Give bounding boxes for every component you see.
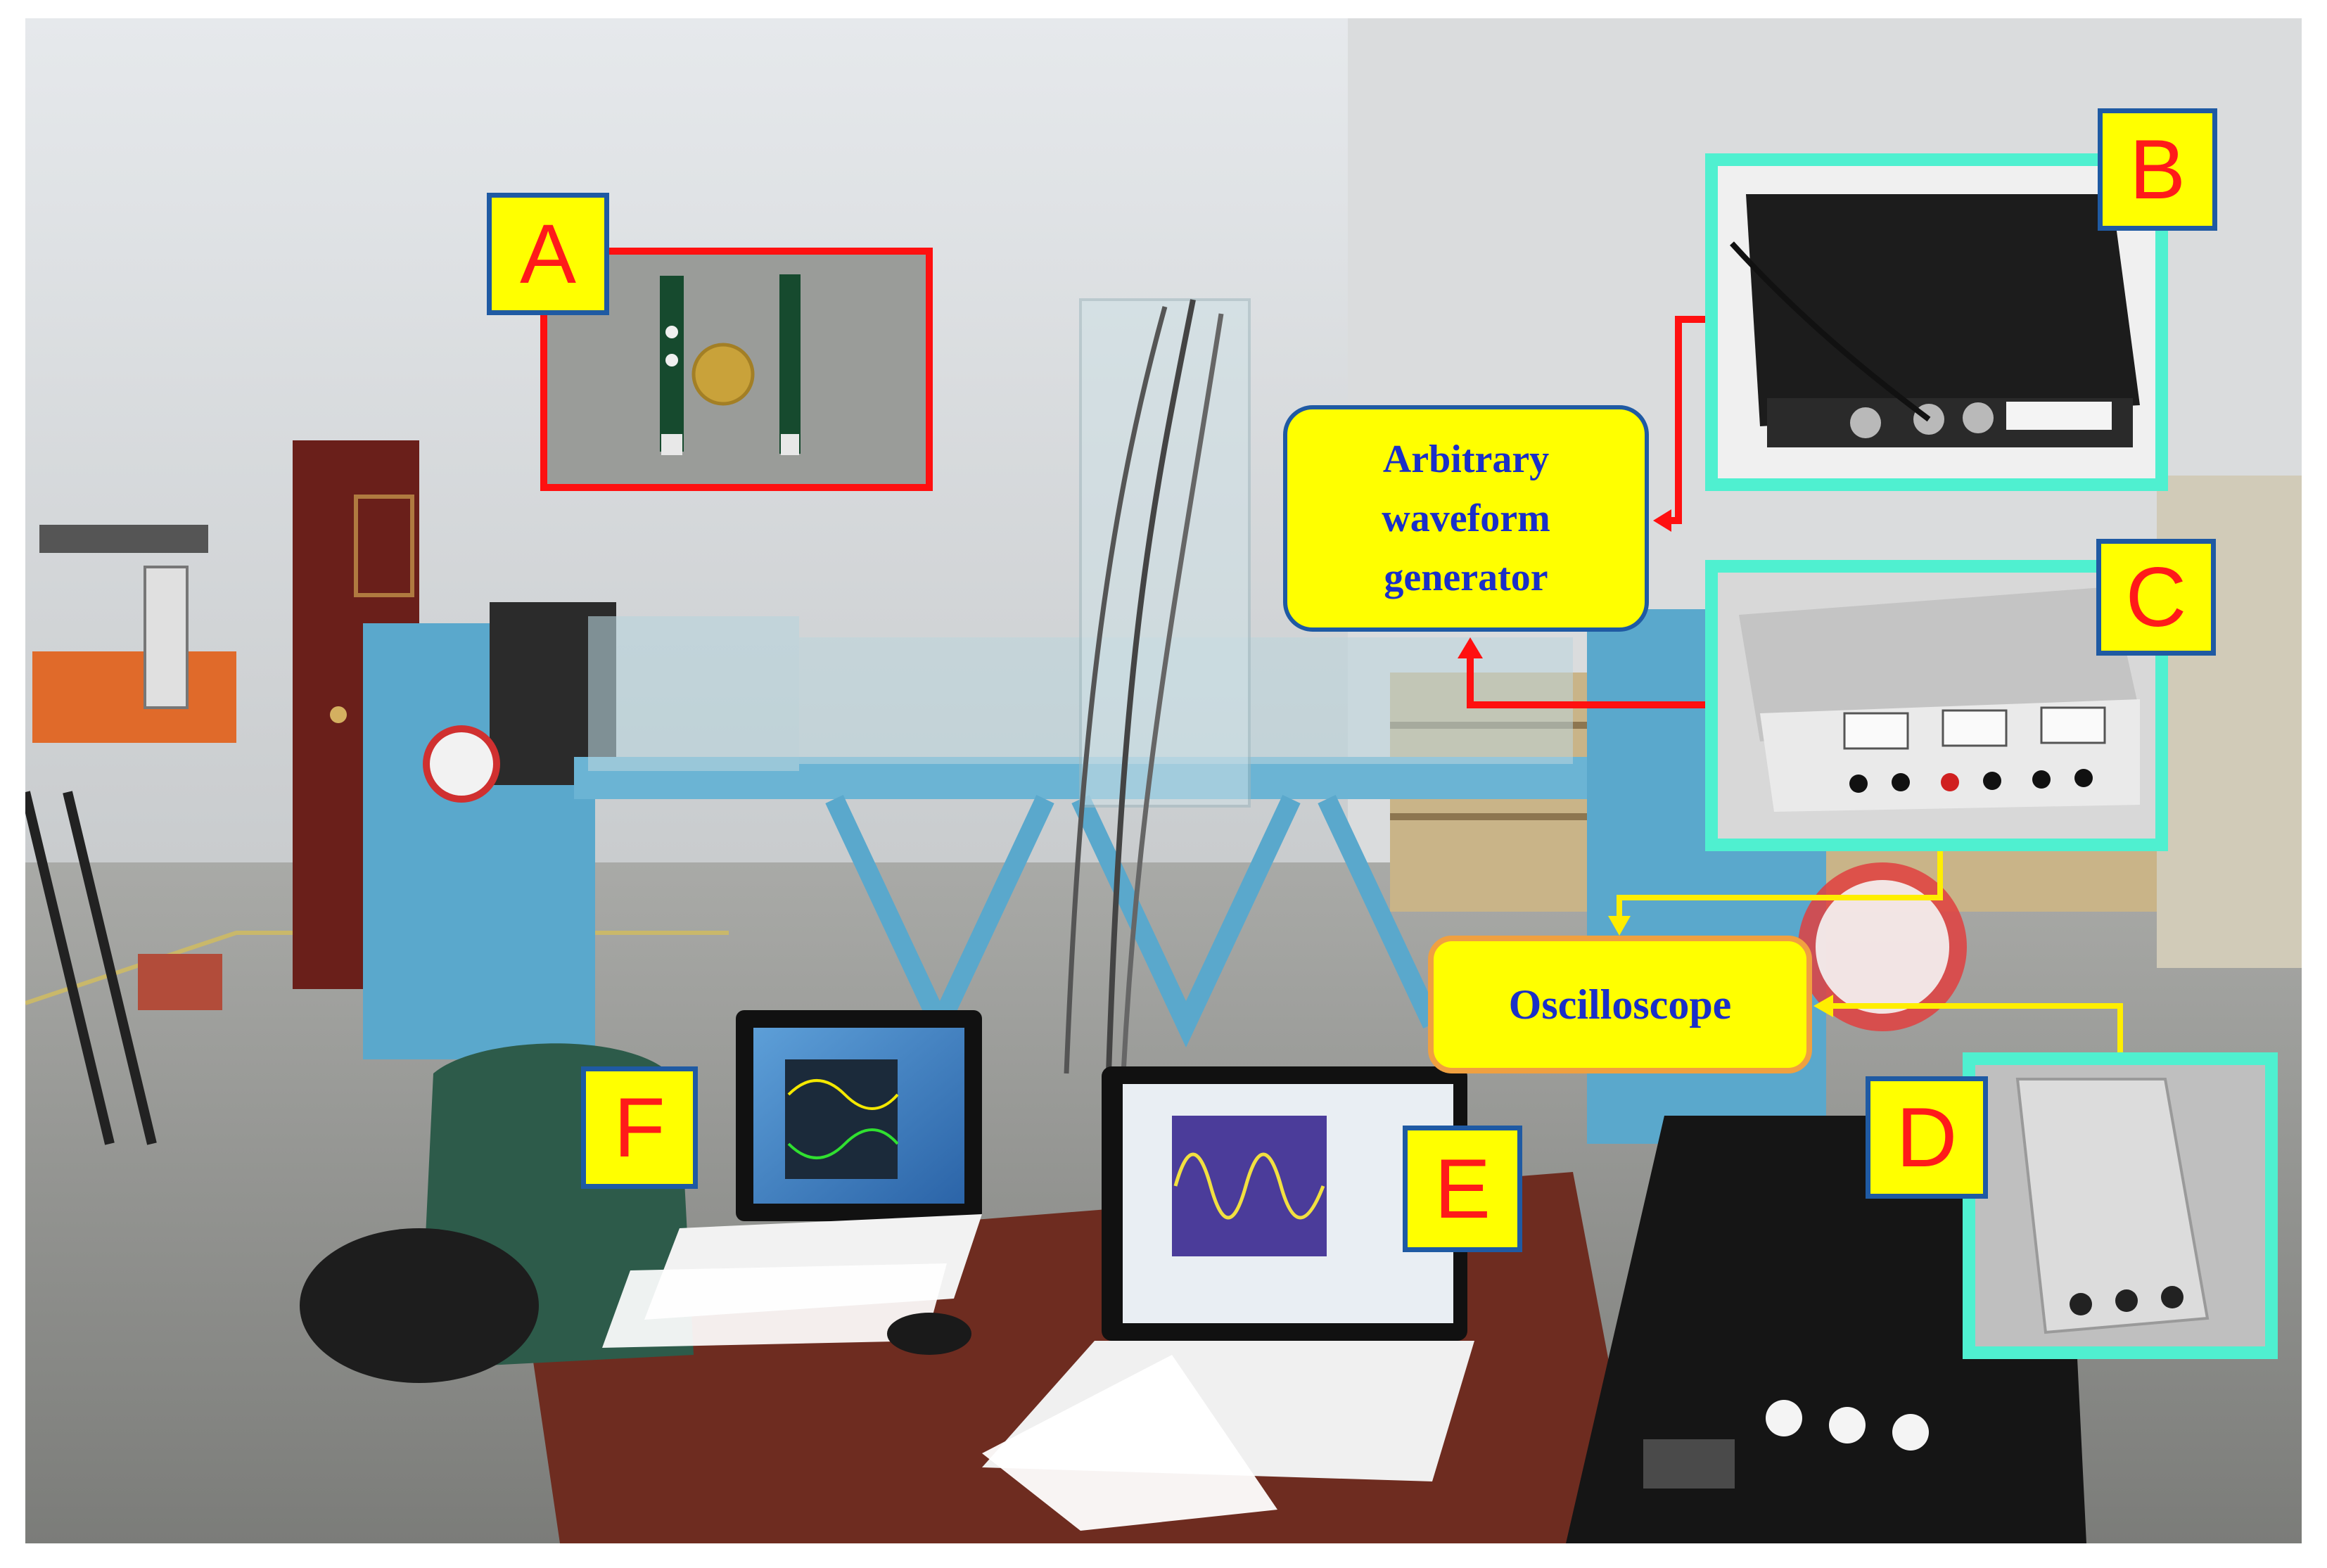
- label-f: F: [581, 1066, 698, 1189]
- door-panel: [354, 495, 414, 597]
- tank-glass: [588, 616, 799, 771]
- glass-column: [1079, 298, 1251, 808]
- inset-c-power-supply: [1705, 560, 2168, 851]
- instrument-case: [1566, 1116, 2086, 1543]
- oscilloscope-label: Oscilloscope: [1428, 936, 1812, 1073]
- inset-a-image: [547, 255, 926, 484]
- warning-sign: [423, 725, 500, 803]
- arbitrary-waveform-generator-label: Arbitrary waveform generator: [1283, 405, 1649, 632]
- rack-top: [39, 525, 208, 553]
- gauge: [144, 566, 189, 709]
- paper-pad: [982, 1355, 1277, 1531]
- bricks: [138, 954, 222, 1010]
- ladder: [25, 791, 157, 1145]
- usb-oscilloscope-device: [2015, 1078, 2210, 1334]
- inset-c-image: [1718, 573, 2155, 839]
- inset-d-usb-oscilloscope: [1963, 1052, 2278, 1359]
- laptop-e-wave: [1173, 1152, 1325, 1220]
- door-knob: [330, 706, 347, 723]
- label-a: A: [487, 193, 609, 315]
- label-e: E: [1403, 1126, 1522, 1252]
- laptop-f-wave-1: [787, 1079, 899, 1110]
- label-b: B: [2098, 108, 2217, 231]
- inset-b-image: [1718, 166, 2155, 478]
- inset-d-image: [1975, 1065, 2265, 1346]
- laptop-f-wave-2: [787, 1128, 899, 1159]
- sensor-board-2: [779, 274, 801, 454]
- signal-generator-device: [1746, 194, 2140, 426]
- orange-tank: [32, 651, 236, 743]
- oscilloscope-label-text: Oscilloscope: [1508, 981, 1732, 1028]
- label-c: C: [2096, 539, 2216, 656]
- inset-b-signal-source: [1705, 153, 2168, 491]
- paper-sheet: [602, 1263, 947, 1348]
- sensor-wire: [1106, 299, 1196, 1074]
- bag: [300, 1228, 539, 1383]
- label-d: D: [1866, 1076, 1988, 1199]
- awg-label-line-3: generator: [1384, 556, 1548, 599]
- inset-a-sensor-boards: [540, 248, 933, 491]
- awg-label-text: Arbitrary waveform generator: [1382, 430, 1550, 607]
- coin: [691, 343, 755, 406]
- power-supply-housing: [1739, 587, 2140, 741]
- awg-label-line-2: waveform: [1382, 497, 1550, 540]
- mouse: [887, 1313, 971, 1355]
- awg-label-line-1: Arbitrary: [1382, 438, 1550, 481]
